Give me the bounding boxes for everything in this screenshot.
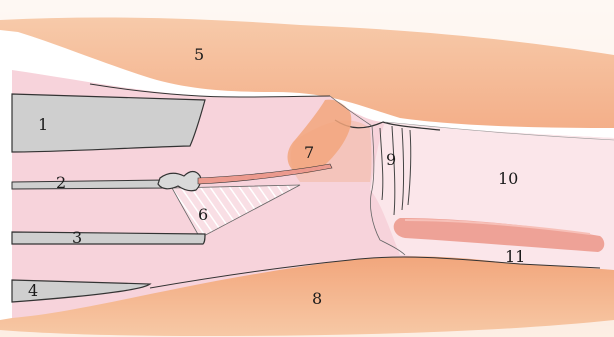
label-5: 5 [194,45,204,64]
label-3: 3 [72,228,82,247]
label-6: 6 [198,205,208,224]
label-11: 11 [505,247,525,266]
instrument-2-rod [12,180,165,189]
instrument-3 [12,232,205,244]
label-4: 4 [28,281,38,300]
pink-tissue-right-lighter [370,122,614,275]
label-9: 9 [386,150,396,169]
label-10: 10 [498,169,518,188]
label-2: 2 [56,173,66,192]
label-8: 8 [312,289,322,308]
label-7: 7 [304,143,314,162]
label-1: 1 [38,115,48,134]
